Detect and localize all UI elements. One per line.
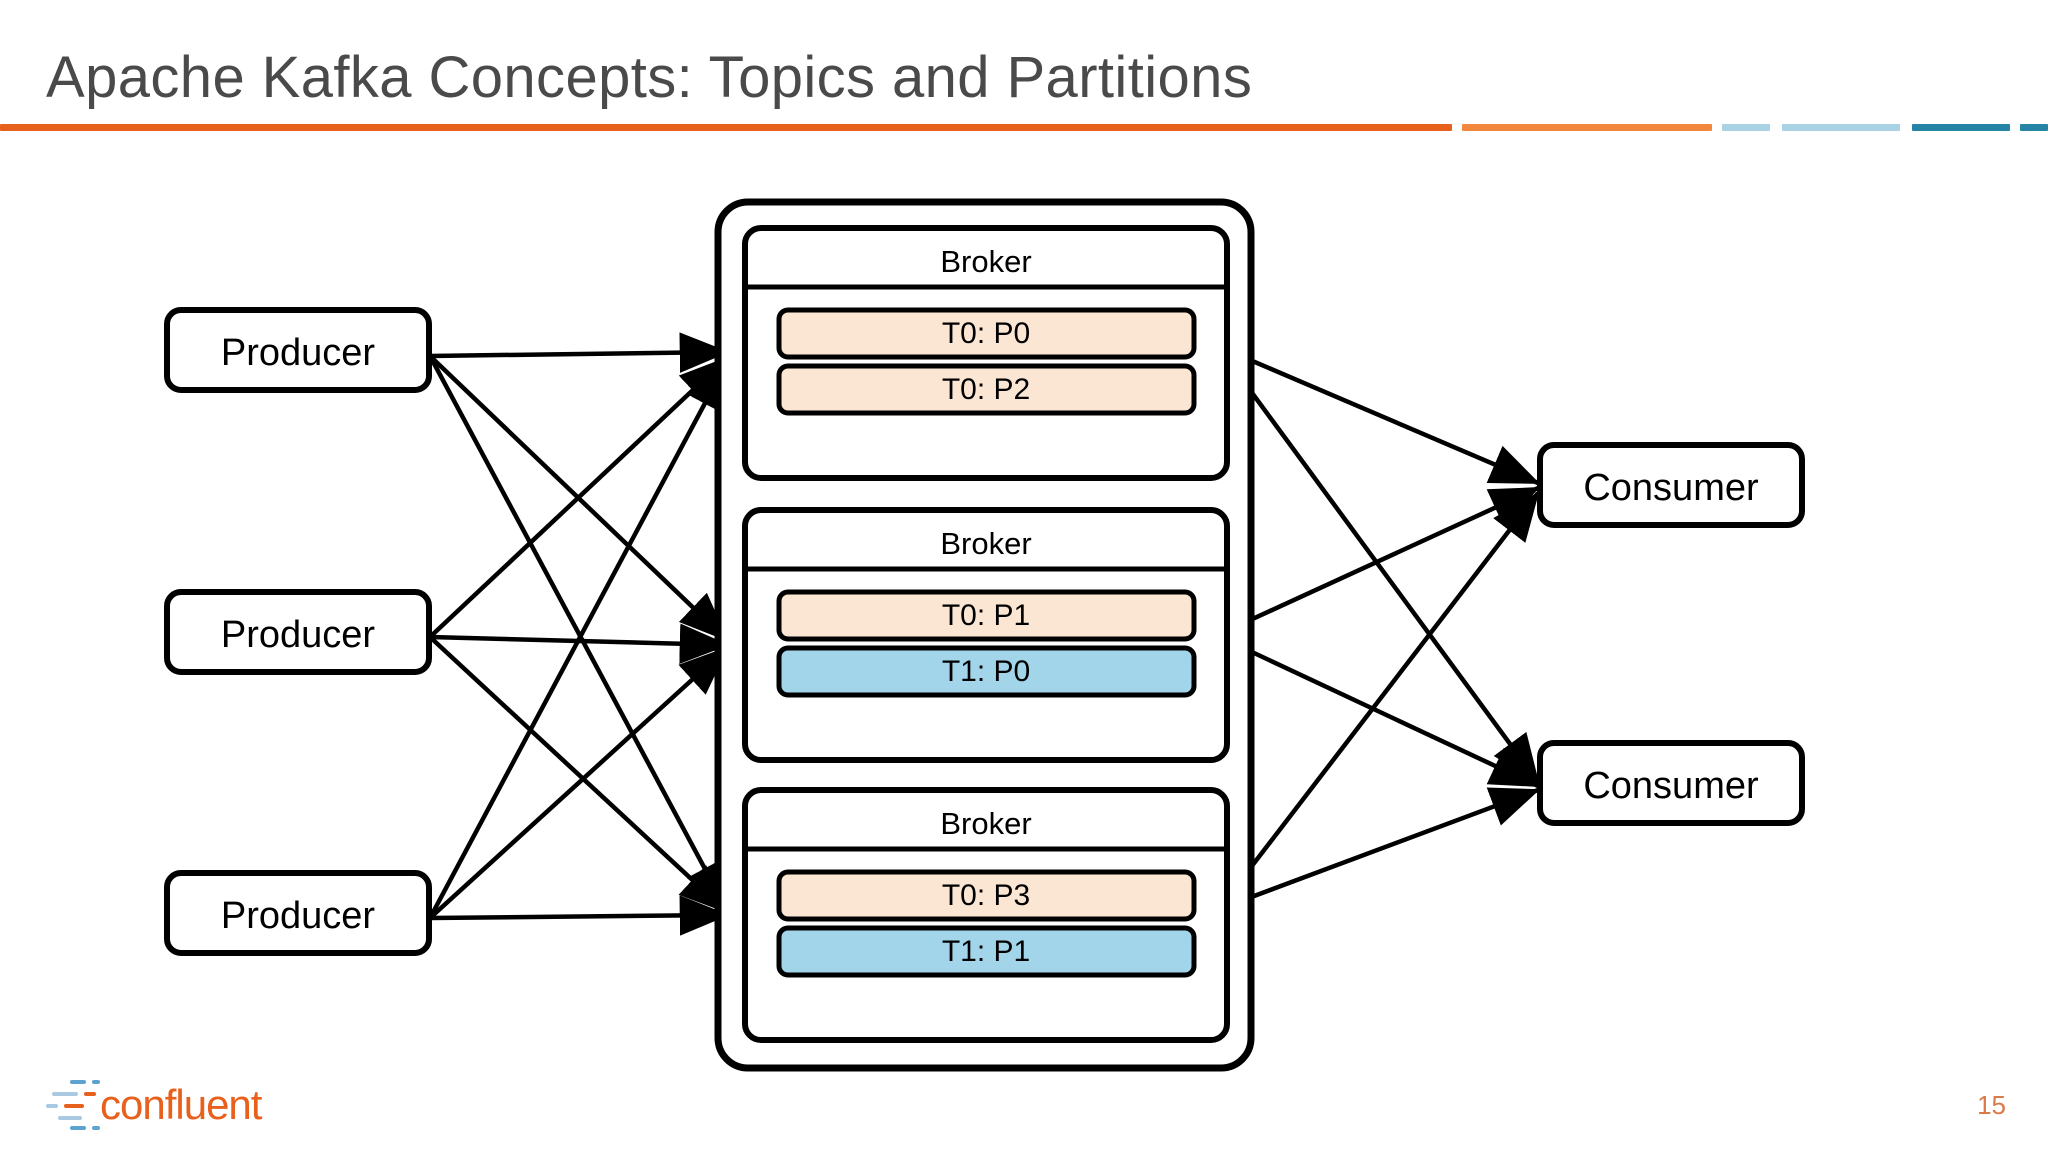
producer-3-box[interactable] xyxy=(164,870,432,956)
partition-t0-p3-box[interactable] xyxy=(776,869,1197,922)
logo-dash-3 xyxy=(52,1092,78,1096)
divider-segment-1 xyxy=(0,124,1452,131)
producer-1-box[interactable] xyxy=(164,307,432,393)
logo-dash-7 xyxy=(58,1116,82,1120)
producer-2[interactable]: Producer xyxy=(164,589,432,675)
producer-3-label: Producer xyxy=(221,895,376,937)
producers-group: Producer Producer Producer xyxy=(164,307,432,956)
divider-segment-5 xyxy=(1912,124,2010,131)
link-b2-c2 xyxy=(1221,635,1541,789)
broker-3[interactable]: Broker T0: P3 T1: P1 xyxy=(742,787,1230,1043)
link-p2-b3 xyxy=(428,635,729,914)
link-p3-b3 xyxy=(429,895,730,936)
producer-3[interactable]: Producer xyxy=(164,870,432,956)
broker-1[interactable]: Broker T0: P0 T0: P2 xyxy=(742,225,1230,481)
consumer-1[interactable]: Consumer xyxy=(1537,442,1805,528)
confluent-logo: confluent xyxy=(46,1080,264,1130)
broker-1-header: Broker xyxy=(940,244,1031,279)
broker-3-header: Broker xyxy=(940,806,1031,841)
broker-2[interactable]: Broker T0: P1 T1: P0 xyxy=(742,507,1230,763)
link-p1-b1 xyxy=(429,332,730,373)
producer-1[interactable]: Producer xyxy=(164,307,432,393)
confluent-logo-wordmark: confluent xyxy=(100,1081,263,1128)
divider-segment-4 xyxy=(1782,124,1900,131)
logo-dash-8 xyxy=(70,1126,86,1130)
link-p3-b1 xyxy=(428,360,729,920)
consumers-group: Consumer Consumer xyxy=(1537,442,1805,826)
partition-t0-p0-box[interactable] xyxy=(776,307,1197,360)
partition-t1-p0-label: T1: P0 xyxy=(942,655,1030,688)
producer-links xyxy=(428,332,730,936)
consumer-2-box[interactable] xyxy=(1537,740,1805,826)
page-title: Apache Kafka Concepts: Topics and Partit… xyxy=(46,45,1253,110)
link-b2-c1 xyxy=(1221,485,1541,636)
producer-2-label: Producer xyxy=(221,614,376,656)
logo-dash-2 xyxy=(92,1080,100,1084)
confluent-logo-marks xyxy=(46,1080,100,1130)
logo-dash-1 xyxy=(70,1080,86,1084)
partition-t0-p1-label: T0: P1 xyxy=(942,599,1030,632)
producer-1-label: Producer xyxy=(221,332,376,374)
consumer-2[interactable]: Consumer xyxy=(1537,740,1805,826)
partition-t0-p1-box[interactable] xyxy=(776,589,1197,642)
link-b1-c2 xyxy=(1220,350,1540,784)
link-b3-c2 xyxy=(1221,787,1541,911)
partition-t1-p0-box[interactable] xyxy=(776,645,1197,698)
partition-t0-p0-label: T0: P0 xyxy=(942,317,1030,350)
consumer-links xyxy=(1220,345,1541,911)
consumer-1-label: Consumer xyxy=(1583,467,1759,509)
producer-2-box[interactable] xyxy=(164,589,432,675)
divider-segment-3 xyxy=(1722,124,1770,131)
logo-dash-4 xyxy=(84,1092,96,1096)
partition-t0-p2-box[interactable] xyxy=(776,363,1197,416)
divider-segment-6 xyxy=(2020,124,2048,131)
broker-2-header: Broker xyxy=(940,526,1031,561)
partition-t1-p1-box[interactable] xyxy=(776,925,1197,978)
link-b1-c1 xyxy=(1221,345,1541,486)
partition-t1-p1-label: T1: P1 xyxy=(942,935,1030,968)
logo-dash-9 xyxy=(92,1126,100,1130)
link-b3-c1 xyxy=(1220,491,1540,907)
link-p2-b1 xyxy=(428,356,729,639)
link-p3-b2 xyxy=(428,646,729,920)
consumer-2-label: Consumer xyxy=(1583,765,1759,807)
consumer-1-box[interactable] xyxy=(1537,442,1805,528)
link-p1-b3 xyxy=(428,354,729,912)
divider-segment-2 xyxy=(1462,124,1712,131)
logo-dash-5 xyxy=(46,1104,58,1108)
partition-t0-p3-label: T0: P3 xyxy=(942,879,1030,912)
page-number: 15 xyxy=(1977,1090,2006,1120)
logo-dash-6 xyxy=(64,1104,84,1108)
partition-t0-p2-label: T0: P2 xyxy=(942,373,1030,406)
